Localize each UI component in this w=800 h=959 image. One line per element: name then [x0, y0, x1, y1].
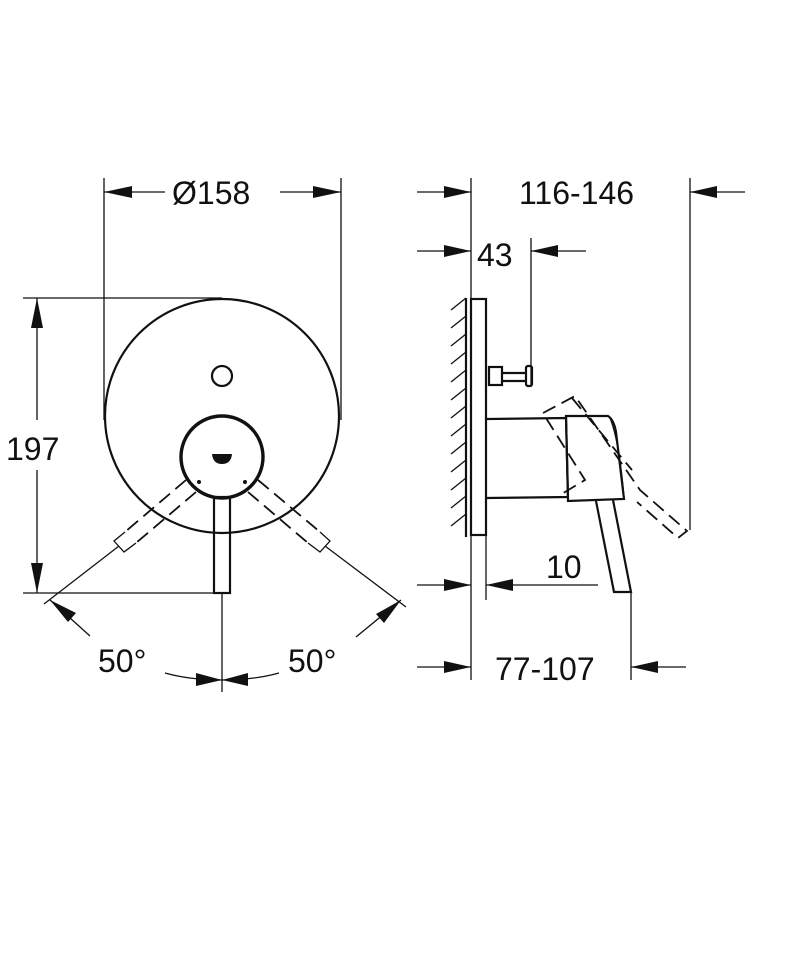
cover-plate-profile — [469, 297, 488, 537]
side-view: 116-146 43 — [417, 175, 745, 687]
lever-rotated-right — [247, 479, 407, 608]
diverter-knob — [210, 364, 234, 388]
arrow-icon — [31, 298, 43, 328]
handle-head — [564, 414, 626, 503]
arrow-icon — [444, 245, 471, 257]
handle-head-edge — [609, 417, 625, 498]
angle-label-left: 50° — [98, 643, 146, 679]
arrow-icon — [444, 579, 471, 591]
arrow-icon — [50, 600, 76, 622]
arrow-icon — [222, 673, 248, 686]
hub-dot-right — [243, 480, 247, 484]
arrow-icon — [196, 673, 222, 686]
diverter-stem — [487, 365, 504, 387]
hub-dot-left — [197, 480, 201, 484]
diverter-cap — [524, 364, 534, 388]
cover-plate-circle — [103, 297, 341, 535]
arrow-icon — [31, 563, 43, 593]
arrow-icon — [444, 186, 471, 198]
arrow-icon — [531, 245, 558, 257]
indicator-mark — [212, 454, 232, 464]
angle-label-right: 50° — [288, 643, 336, 679]
front-view: Ø158 197 — [6, 175, 407, 692]
arrow-icon — [631, 661, 658, 673]
overall-depth-label: 116-146 — [519, 175, 634, 211]
arrow-icon — [690, 186, 717, 198]
knob-depth-label: 43 — [477, 237, 513, 273]
diameter-label: Ø158 — [172, 175, 250, 211]
height-label: 197 — [6, 431, 59, 467]
handle-depth-label: 77-107 — [495, 651, 595, 687]
wall-hatch — [450, 297, 468, 537]
side-lever — [594, 499, 633, 594]
arrow-icon — [313, 186, 341, 198]
lever-rotated-left — [43, 479, 197, 605]
arrow-icon — [104, 186, 132, 198]
mixer-body — [486, 416, 570, 500]
lever-handle — [212, 495, 232, 595]
plate-thickness-label: 10 — [546, 549, 582, 585]
lever-rotated-side — [542, 394, 689, 540]
arrow-icon — [444, 661, 471, 673]
arrow-icon — [486, 579, 513, 591]
arrow-icon — [376, 600, 401, 623]
